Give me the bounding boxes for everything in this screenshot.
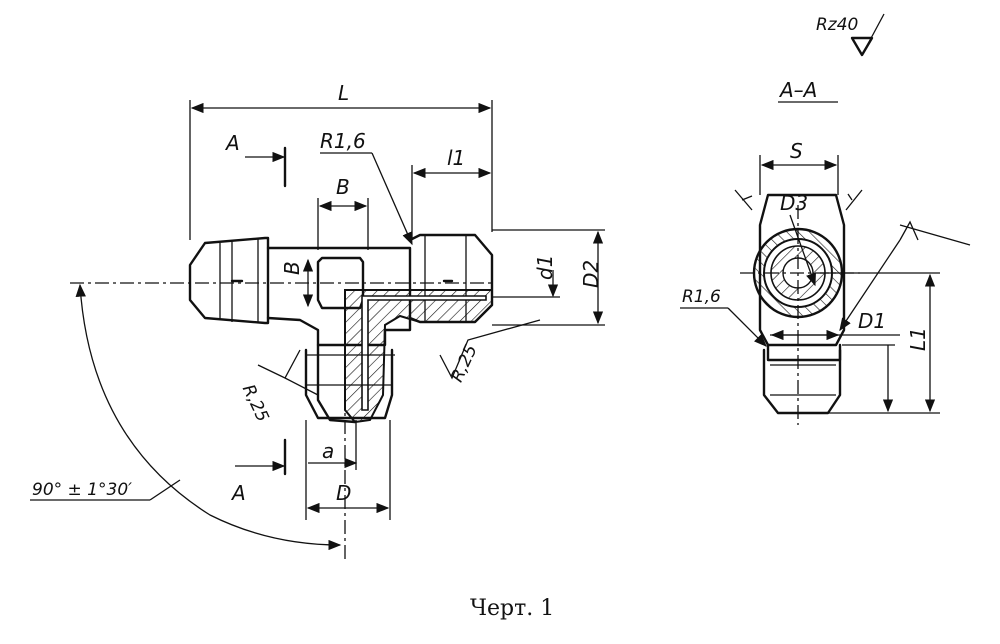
dim-D2-label: D2: [579, 260, 603, 288]
figure-caption: Черт. 1: [470, 596, 554, 621]
section-view-aa: А–А S D3 R1,6: [680, 78, 971, 425]
roughness-right: R,25: [447, 342, 482, 386]
dim-L1-label: L1: [906, 327, 930, 351]
dim-l1-label: l1: [447, 146, 465, 170]
radius-fillet-section: R1,6: [682, 287, 721, 307]
dim-a-label: a: [322, 439, 334, 463]
dim-B-top-label: B: [336, 175, 350, 199]
section-mark-bottom: A: [230, 481, 246, 505]
angle-tolerance-label: 90° ± 1°30′: [32, 480, 132, 500]
roughness-left: R,25: [238, 382, 273, 426]
dim-D3-label: D3: [780, 191, 808, 215]
roughness-mark-text: Rz40: [816, 15, 858, 35]
section-title: А–А: [778, 78, 817, 102]
dim-d1-label: d1: [533, 255, 557, 280]
roughness-symbol: Rz40: [816, 13, 885, 57]
dim-B-side-label: B: [280, 261, 304, 275]
tee-front-view: A A L l1 B R1,6 B d1 D2 R,2: [30, 81, 605, 560]
dim-D-label: D: [336, 481, 351, 505]
dim-D1-label: D1: [858, 309, 886, 333]
dim-S-label: S: [790, 139, 803, 163]
radius-fillet-front: R1,6: [320, 129, 366, 153]
dim-L-label: L: [338, 81, 349, 105]
section-mark-top: A: [224, 131, 240, 155]
